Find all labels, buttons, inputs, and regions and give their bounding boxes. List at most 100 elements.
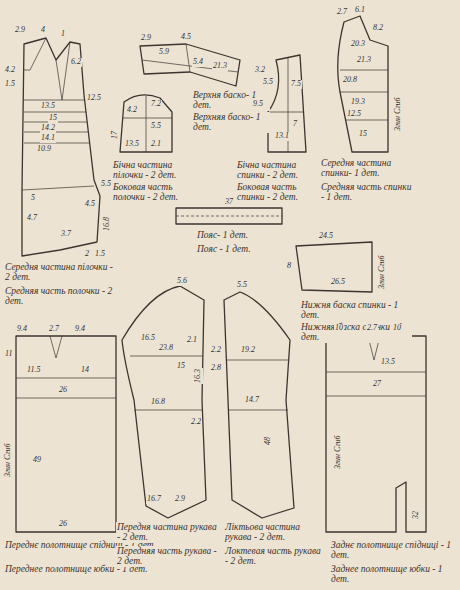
dimension-label: 8.2 — [372, 24, 384, 33]
dimension-label: Згин Сгиб — [4, 442, 13, 478]
piece-caption: Передня частина рукава - 2 дет. — [116, 522, 218, 543]
dimension-label: 4.2 — [4, 66, 16, 75]
side-back-piece — [268, 55, 306, 152]
dimension-label: 7 — [292, 120, 298, 129]
dimension-label: 15 — [358, 130, 368, 139]
dimension-label: 23.8 — [158, 344, 174, 353]
dimension-label: 17 — [111, 130, 120, 140]
piece-caption: Средняя часть спинки - 1 дет. — [320, 182, 414, 203]
dimension-label: Згин Сгиб — [378, 254, 387, 290]
dimension-label: 2.1 — [150, 140, 162, 149]
dimension-label: 5.5 — [100, 180, 112, 189]
dimension-label: 2.9 — [140, 34, 152, 43]
dimension-label: 2.7 — [48, 325, 60, 334]
dimension-label: 21.3 — [212, 62, 228, 71]
dimension-label: 48 — [264, 436, 273, 446]
piece-caption: Бічна частина пілочки - 2 дет. — [112, 160, 184, 181]
dimension-label: 5 — [30, 194, 36, 203]
dimension-label: 4.7 — [26, 214, 38, 223]
dimension-label: 26 — [58, 386, 68, 395]
dimension-label: 4.5 — [180, 33, 192, 42]
dimension-label: 7.5 — [290, 80, 302, 89]
dimension-label: 2.7 — [366, 324, 378, 333]
piece-caption: Верхняя баско- 1 дет. — [192, 112, 270, 133]
dimension-label: 5.5 — [150, 122, 162, 131]
piece-caption: Боковая часть полочки - 2 дет. — [112, 182, 184, 203]
dimension-label: 11.5 — [26, 366, 41, 375]
dimension-label: 10 — [392, 324, 402, 333]
piece-caption: Локтевая часть рукава - 2 дет. — [224, 546, 322, 567]
dimension-label: 3.7 — [60, 230, 72, 239]
dimension-label: 9.4 — [74, 325, 86, 334]
dimension-label: 16.3 — [194, 368, 203, 384]
dimension-label: 14 — [80, 366, 90, 375]
dimension-label: 12.5 — [86, 94, 102, 103]
dimension-label: 21.3 — [356, 56, 372, 65]
middle-back-piece — [338, 16, 388, 152]
dimension-label: 12.5 — [346, 110, 362, 119]
dimension-label: 3.2 — [254, 66, 266, 75]
dimension-label: 14.7 — [244, 396, 260, 405]
dimension-label: 1.5 — [4, 80, 16, 89]
dimension-label: 2.2 — [210, 346, 222, 355]
back-skirt-piece — [326, 336, 426, 532]
dimension-label: 15 — [176, 362, 186, 371]
dimension-label: 16.8 — [103, 216, 112, 232]
belt-piece — [176, 208, 282, 224]
dimension-label: 2.7 — [336, 8, 348, 17]
dimension-label: 4 — [40, 26, 46, 35]
dimension-label: 14.2 — [40, 124, 56, 133]
side-front-piece — [120, 95, 172, 152]
elbow-sleeve-piece — [224, 292, 294, 518]
dimension-label: 1.5 — [94, 250, 106, 259]
upper-basque-piece — [140, 44, 240, 86]
dimension-label: Згин Сгиб — [334, 434, 343, 470]
dimension-label: Пояс - 1 дет. — [196, 244, 252, 254]
dimension-label: 6.2 — [70, 58, 82, 67]
dimension-label: 10.9 — [36, 145, 52, 154]
piece-caption: Боковая часть спинки - 2 дет. — [236, 182, 310, 203]
piece-caption: Заднее полотнище юбки - 1 дет. — [330, 564, 460, 585]
dimension-label: 19.2 — [240, 346, 256, 355]
dimension-label: 13.5 — [40, 102, 56, 111]
dimension-label: 13.5 — [124, 140, 140, 149]
dimension-label: 2.2 — [190, 418, 202, 427]
dimension-label: 19.3 — [350, 98, 366, 107]
dimension-label: 13.5 — [380, 358, 396, 367]
dimension-label: 9.4 — [16, 325, 28, 334]
dimension-label: 49 — [32, 456, 42, 465]
dimension-label: 13.1 — [274, 132, 290, 141]
dimension-label: 4.5 — [84, 200, 96, 209]
dimension-label: 14.1 — [40, 134, 56, 143]
dimension-label: 7.2 — [150, 100, 162, 109]
front-sleeve-piece — [122, 286, 206, 518]
dimension-label: 5.9 — [158, 48, 170, 57]
dimension-label: 8 — [286, 262, 292, 271]
front-skirt-piece — [16, 336, 116, 532]
piece-caption: Бічна частина спинки - 2 дет. — [236, 160, 310, 181]
dimension-label: 16.5 — [140, 334, 156, 343]
piece-caption: Заднє полотнище спідниці - 1 дет. — [330, 540, 460, 561]
piece-caption: Ліктьова частина рукава - 2 дет. — [224, 522, 322, 543]
dimension-label: 4.2 — [126, 106, 138, 115]
dimension-label: 2.9 — [174, 495, 186, 504]
dimension-label: Згин Сгиб — [394, 96, 403, 132]
dimension-label: 9.5 — [252, 100, 264, 109]
dimension-label: 6.1 — [354, 6, 366, 15]
dimension-label: 2.1 — [186, 336, 198, 345]
piece-caption: Нижня баска спинки - 1 дет. — [300, 300, 412, 321]
dimension-label: 5.6 — [176, 277, 188, 286]
dimension-label: 24.5 — [318, 232, 334, 241]
dimension-label: 32 — [412, 510, 421, 520]
dimension-label: 5.4 — [192, 58, 204, 67]
dimension-label: 26 — [58, 520, 68, 529]
dimension-label: 26.5 — [330, 278, 346, 287]
lower-back-basque-piece — [296, 242, 372, 292]
dimension-label: 2 — [84, 250, 90, 259]
piece-caption: Средняя часть полочки - 2 дет. — [4, 286, 118, 307]
dimension-label: 5.5 — [262, 78, 274, 87]
piece-caption: Передняя часть рукава - 2 дет. — [116, 546, 218, 567]
piece-caption: Середня частина пілочки - 2 дет. — [4, 262, 118, 283]
dimension-label: 16.8 — [150, 398, 166, 407]
